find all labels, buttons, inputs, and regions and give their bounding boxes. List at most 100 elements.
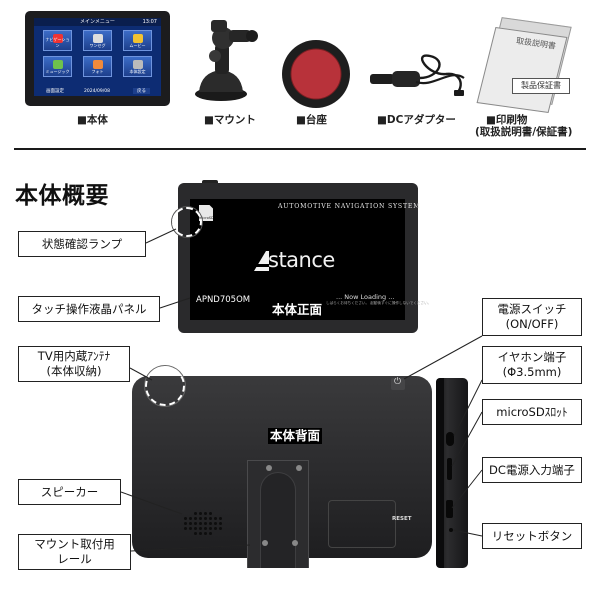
photo-icon — [93, 60, 103, 69]
speaker-hole — [209, 512, 212, 515]
brand-logo-text: stance — [268, 248, 335, 272]
speaker-hole — [184, 527, 187, 530]
music-note-icon — [53, 60, 63, 69]
accessory-label-main-unit: ■本体 — [77, 114, 108, 126]
speaker-hole — [209, 532, 212, 535]
leader-status-lamp — [145, 228, 177, 244]
speaker-hole — [199, 512, 202, 515]
speaker-hole — [209, 517, 212, 520]
menu-tile-navigation: ナビゲーション — [43, 30, 72, 51]
base-disc-photo — [282, 40, 350, 108]
speaker-hole — [214, 517, 217, 520]
speaker-hole — [194, 517, 197, 520]
loading-text: ... Now Loading ... — [336, 293, 395, 301]
loading-subtext: しばらくお待ちください。 起動後すぐに操作しないでください。 — [326, 301, 432, 305]
speaker-hole — [219, 522, 222, 525]
speaker-hole — [194, 522, 197, 525]
stance-logo-a-mark — [252, 251, 270, 271]
callout-touch-panel: タッチ操作液晶パネル — [18, 296, 160, 322]
dc-input-port-icon — [446, 500, 453, 518]
speaker-hole — [199, 527, 202, 530]
back-view-tag: 本体背面 — [268, 428, 323, 444]
callout-tv-antenna: TV用内蔵ｱﾝﾃﾅ (本体収納) — [18, 346, 130, 382]
speaker-grille-icon — [180, 508, 226, 538]
section-divider — [14, 148, 586, 150]
menu-screen: メインメニュー 13:07 ナビゲーション ワンセグ ムービー ミュージック フ… — [34, 18, 161, 96]
screw-icon — [266, 465, 272, 471]
system-banner: AUTOMOTIVE NAVIGATION SYSTEM — [278, 203, 421, 210]
speaker-hole — [204, 522, 207, 525]
callout-speaker: スピーカー — [18, 479, 121, 505]
callout-reset-button: リセットボタン — [482, 523, 582, 549]
speaker-hole — [204, 512, 207, 515]
reset-label: RESET — [392, 516, 412, 522]
menu-footer-left: 画面設定 — [46, 89, 64, 94]
front-screen — [190, 199, 405, 320]
menu-tile-settings: 本体設定 — [123, 56, 152, 77]
speaker-hole — [194, 527, 197, 530]
menu-clock: 13:07 — [142, 19, 157, 25]
speaker-hole — [199, 532, 202, 535]
tv-antenna-highlight — [145, 366, 185, 406]
top-power-nub — [202, 180, 218, 184]
dc-adapter-photo — [370, 54, 465, 96]
callout-mount-rail-line1: マウント取付用 — [34, 537, 115, 551]
speaker-hole — [184, 522, 187, 525]
callout-earphone-line2: (Φ3.5mm) — [502, 365, 562, 379]
section-title: 本体概要 — [15, 183, 109, 209]
microsd-icon: microSD — [199, 205, 213, 221]
speaker-hole — [189, 517, 192, 520]
menu-footer-date: 2024/09/08 — [84, 89, 110, 94]
accessory-label-printed-detail: (取扱説明書/保証書) — [475, 126, 573, 138]
callout-earphone-line1: イヤホン端子 — [497, 350, 567, 364]
leader-power-switch — [403, 335, 483, 380]
front-view-tag: 本体正面 — [270, 302, 325, 318]
speaker-hole — [209, 527, 212, 530]
callout-power-switch: 電源スイッチ (ON/OFF) — [482, 298, 582, 336]
side-profile-edge — [436, 378, 444, 568]
screw-icon — [296, 465, 302, 471]
film-icon — [133, 34, 143, 43]
callout-microsd-slot: microSDｽﾛｯﾄ — [482, 399, 582, 425]
speaker-hole — [194, 532, 197, 535]
screw-icon — [262, 540, 268, 546]
suction-mount-photo — [195, 20, 258, 101]
model-number: APND705OM — [196, 295, 251, 305]
power-icon: ⏻ — [394, 377, 402, 387]
menu-tile-movie: ムービー — [123, 30, 152, 51]
accessory-label-base: ■台座 — [296, 114, 327, 126]
callout-dc-input: DC電源入力端子 — [482, 457, 582, 483]
speaker-hole — [189, 527, 192, 530]
accessory-label-printed: ■印刷物 — [486, 114, 528, 126]
callout-power-switch-line2: (ON/OFF) — [505, 317, 559, 331]
callout-mount-rail: マウント取付用 レール — [18, 534, 131, 570]
speaker-hole — [214, 522, 217, 525]
speaker-hole — [219, 517, 222, 520]
speaker-hole — [189, 522, 192, 525]
gear-icon — [133, 60, 143, 69]
callout-tv-antenna-line2: (本体収納) — [46, 364, 102, 378]
tv-icon — [93, 34, 103, 43]
speaker-hole — [214, 527, 217, 530]
speaker-hole — [209, 522, 212, 525]
callout-mount-rail-line2: レール — [57, 552, 92, 566]
callout-status-lamp: 状態確認ランプ — [18, 231, 146, 257]
speaker-hole — [194, 512, 197, 515]
map-pin-icon — [53, 34, 63, 43]
accessory-label-dc-adapter: ■DCアダプター — [377, 114, 456, 126]
callout-tv-antenna-line1: TV用内蔵ｱﾝﾃﾅ — [37, 349, 111, 363]
menu-title: メインメニュー — [80, 19, 115, 25]
menu-footer-right: 戻る — [133, 88, 150, 94]
speaker-hole — [184, 517, 187, 520]
speaker-hole — [204, 517, 207, 520]
callout-earphone: イヤホン端子 (Φ3.5mm) — [482, 346, 582, 384]
accessory-label-mount: ■マウント — [204, 114, 256, 126]
earphone-jack-icon — [446, 432, 454, 446]
reset-button-icon — [449, 528, 453, 532]
callout-power-switch-line1: 電源スイッチ — [497, 302, 567, 316]
menu-tile-photo: フォト — [83, 56, 112, 77]
speaker-hole — [199, 522, 202, 525]
status-lamp-highlight — [172, 207, 202, 237]
microsd-slot-icon — [447, 458, 452, 480]
warranty-card: 製品保証書 — [512, 78, 570, 94]
